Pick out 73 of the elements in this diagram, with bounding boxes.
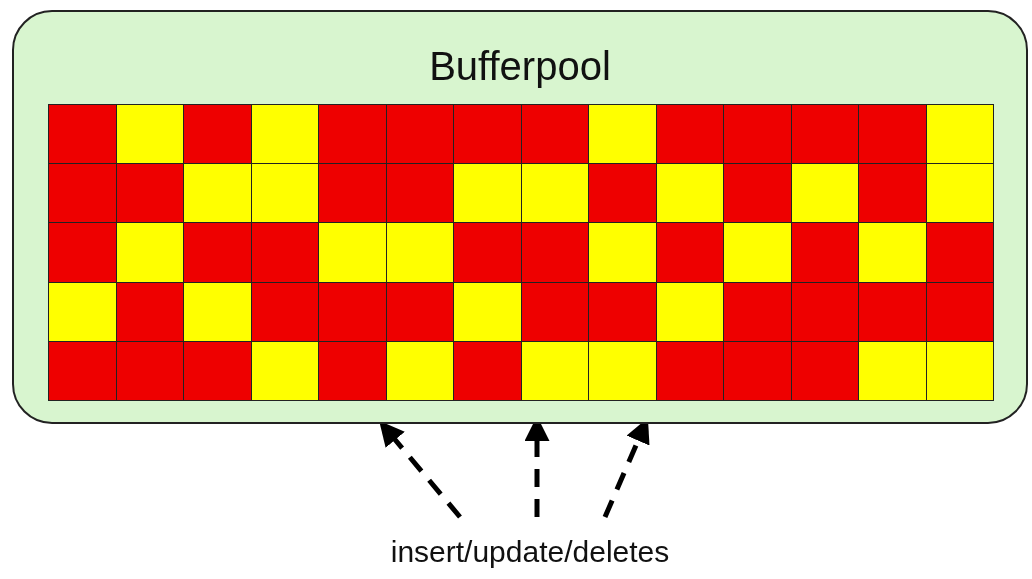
page-slot [790,222,859,283]
page-slot [925,340,994,401]
page-slot [183,163,252,224]
page-slot [655,281,724,342]
page-slot [520,104,589,165]
page-slot [385,340,454,401]
page-slot [655,340,724,401]
page-slot [385,222,454,283]
page-slot [588,163,657,224]
page-slot [318,222,387,283]
page-slot [925,281,994,342]
page-slot [790,163,859,224]
page-slot [453,340,522,401]
page-slot [48,340,117,401]
page-slot [723,104,792,165]
page-slot [520,281,589,342]
page-slot [453,163,522,224]
page-slot [858,281,927,342]
page-slot [655,222,724,283]
page-slot [588,104,657,165]
page-slot [115,163,184,224]
page-slot [790,340,859,401]
page-slot [723,222,792,283]
page-slot [115,222,184,283]
page-slot [250,222,319,283]
page-slot [723,163,792,224]
operations-label: insert/update/deletes [390,535,670,569]
page-slot [453,222,522,283]
page-slot [250,281,319,342]
page-slot [48,222,117,283]
page-slot [520,163,589,224]
page-slot [790,281,859,342]
page-slot [183,104,252,165]
page-slot [858,163,927,224]
page-slot [453,281,522,342]
page-slot [385,104,454,165]
page-slot [655,163,724,224]
page-slot [48,281,117,342]
page-slot [115,104,184,165]
page-slot [925,222,994,283]
page-slot [250,104,319,165]
page-slot [318,163,387,224]
page-slot [520,340,589,401]
page-slot [588,340,657,401]
page-slot [588,222,657,283]
page-slot [183,222,252,283]
page-slot [790,104,859,165]
page-slot [318,104,387,165]
page-slot [48,104,117,165]
page-slot [453,104,522,165]
page-slot [183,281,252,342]
page-slot [115,281,184,342]
page-slot [183,340,252,401]
page-slot [858,340,927,401]
page-slot [318,340,387,401]
page-slot [723,281,792,342]
page-slot [925,163,994,224]
page-slot [385,163,454,224]
bufferpool-panel [12,10,1028,424]
page-slot [858,104,927,165]
page-slot [925,104,994,165]
panel-title: Bufferpool [429,44,611,89]
page-slot [655,104,724,165]
page-slot [520,222,589,283]
page-slot [385,281,454,342]
page-slot [250,163,319,224]
page-slot [723,340,792,401]
page-slot [858,222,927,283]
page-slot [48,163,117,224]
page-slot [115,340,184,401]
page-slot [318,281,387,342]
page-slot [250,340,319,401]
page-slot [588,281,657,342]
